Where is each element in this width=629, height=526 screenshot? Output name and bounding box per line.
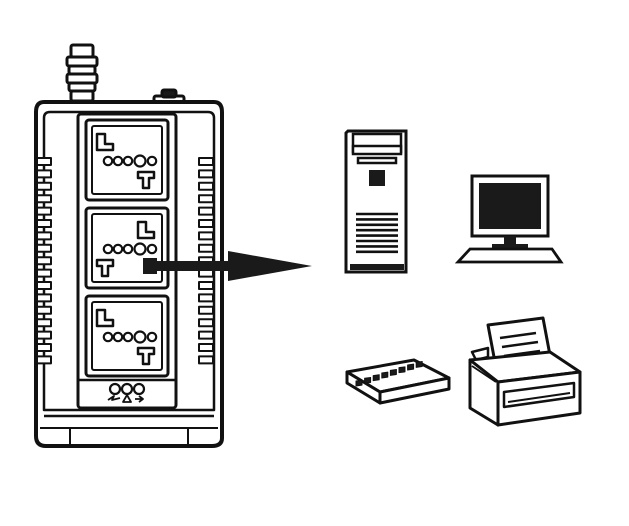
warning-icon bbox=[122, 394, 132, 403]
fault-icon bbox=[107, 395, 121, 401]
vent-slot bbox=[198, 243, 214, 253]
vent-slots-right bbox=[198, 157, 214, 365]
vent-slot bbox=[198, 343, 214, 352]
vent-slot bbox=[198, 169, 214, 179]
vent-slot bbox=[36, 281, 52, 290]
switch-port bbox=[389, 368, 397, 376]
switch-port-row bbox=[355, 361, 423, 387]
status-indicators bbox=[107, 382, 146, 403]
monitor-icon bbox=[454, 174, 564, 264]
vent-slot bbox=[198, 194, 214, 204]
vent-slot bbox=[36, 355, 52, 365]
vent-slot bbox=[198, 219, 214, 228]
switch-port bbox=[415, 361, 423, 368]
power-strip-icon bbox=[34, 43, 224, 448]
vent-slot bbox=[36, 343, 52, 352]
vent-slot bbox=[36, 268, 52, 278]
vent-slot bbox=[36, 305, 52, 315]
vent-slot bbox=[36, 194, 52, 204]
vent-slot bbox=[198, 330, 214, 340]
vent-slot bbox=[198, 157, 214, 166]
vent-slot bbox=[36, 169, 52, 179]
vent-slot bbox=[198, 305, 214, 315]
vent-slot bbox=[36, 256, 52, 266]
power-cord-icon bbox=[65, 43, 99, 103]
outlet-group bbox=[84, 118, 170, 378]
vent-slot bbox=[36, 293, 52, 303]
outlet-socket-icon bbox=[84, 118, 170, 202]
vent-slot bbox=[36, 330, 52, 340]
switch-port bbox=[372, 374, 380, 382]
vent-slot bbox=[36, 206, 52, 216]
vent-slot bbox=[198, 293, 214, 303]
vent-slot bbox=[36, 157, 52, 166]
vent-slot bbox=[198, 206, 214, 216]
vent-slot bbox=[198, 318, 214, 328]
switch-port bbox=[364, 376, 372, 384]
vent-slot bbox=[36, 219, 52, 228]
plug-status-icon bbox=[135, 395, 144, 403]
tower-vent-lines bbox=[356, 212, 398, 254]
network-switch-icon bbox=[345, 358, 451, 405]
switch-port bbox=[381, 371, 389, 379]
vent-slot bbox=[36, 181, 52, 191]
vent-slot bbox=[36, 318, 52, 328]
switch-port bbox=[407, 363, 415, 371]
connection-arrow bbox=[143, 251, 312, 281]
switch-port bbox=[398, 366, 406, 374]
vent-slot bbox=[198, 281, 214, 290]
printer-icon bbox=[468, 316, 582, 427]
outlet-socket-icon bbox=[84, 294, 170, 378]
vent-slot bbox=[198, 231, 214, 241]
vent-slots-left bbox=[36, 157, 52, 365]
desktop-tower-icon bbox=[344, 129, 408, 274]
vent-slot bbox=[198, 355, 214, 365]
switch-port bbox=[355, 379, 363, 387]
vent-slot bbox=[36, 231, 52, 241]
outlet-socket-icon bbox=[84, 206, 170, 290]
vent-slot bbox=[36, 243, 52, 253]
vent-slot bbox=[198, 181, 214, 191]
